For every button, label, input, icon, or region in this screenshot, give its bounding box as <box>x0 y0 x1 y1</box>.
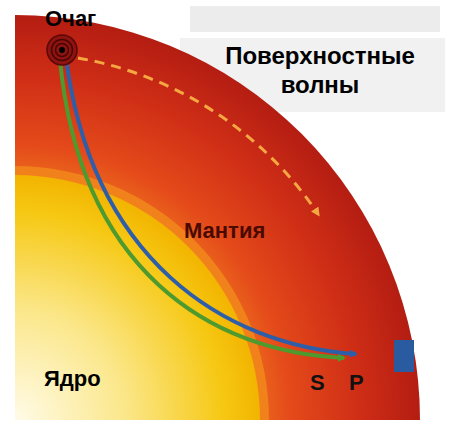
focus-ring <box>52 40 73 61</box>
background-band <box>190 6 440 32</box>
p-wave-arrow <box>66 58 356 354</box>
s-wave-arrow <box>60 60 344 358</box>
focus-point <box>59 47 65 53</box>
focus-ring <box>47 35 77 65</box>
focus-ring <box>56 44 69 57</box>
mantle-label: Мантия <box>184 218 294 244</box>
core-halo <box>15 166 269 420</box>
seismic-station <box>394 340 414 372</box>
p-wave-label: P <box>349 370 373 396</box>
core-label: Ядро <box>44 366 134 392</box>
core <box>15 175 260 420</box>
surface-waves-label: Поверхностные волны <box>196 42 444 100</box>
ground <box>0 420 452 433</box>
s-wave-label: S <box>310 370 334 396</box>
focus-label: Очаг <box>45 6 135 32</box>
